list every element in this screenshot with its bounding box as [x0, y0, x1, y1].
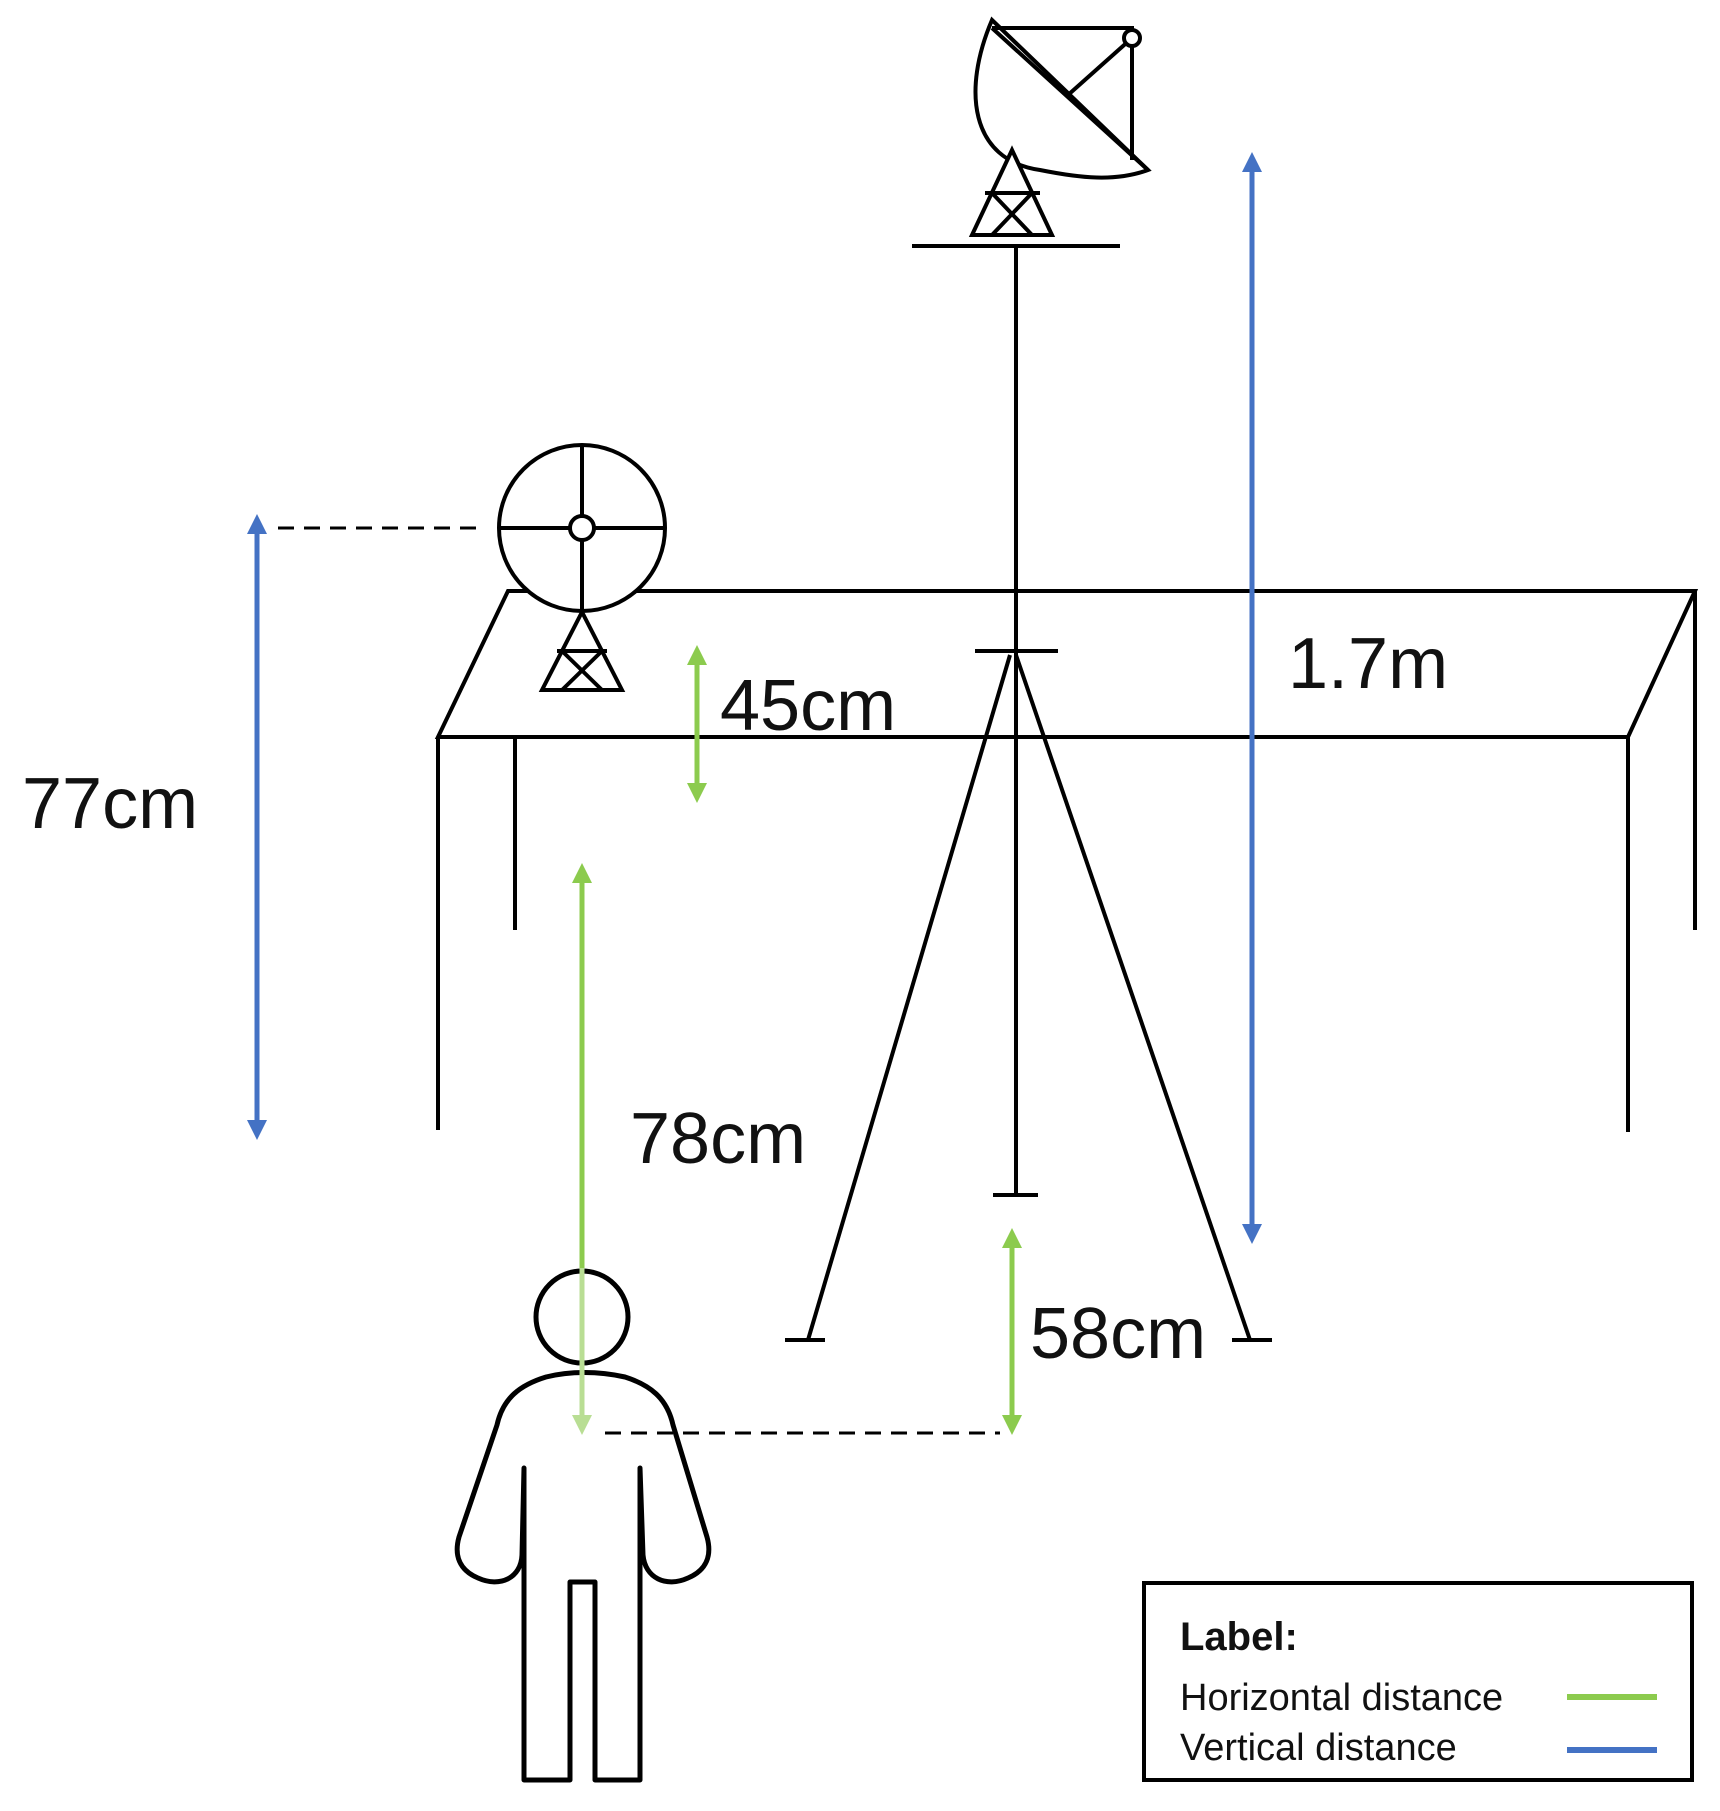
antenna-height-label: 77cm — [22, 764, 198, 844]
tripod-icon — [785, 246, 1272, 1342]
horizontal-distance-arrows — [572, 645, 1022, 1435]
person-to-table-label: 78cm — [630, 1099, 806, 1179]
legend-title: Label: — [1180, 1615, 1298, 1659]
legend-vertical-label: Vertical distance — [1180, 1727, 1457, 1769]
mast-height-label: 1.7m — [1288, 624, 1448, 704]
legend-horizontal-label: Horizontal distance — [1180, 1677, 1503, 1719]
dashed-guide-lines — [278, 526, 1000, 1435]
vertical-distance-arrows — [247, 152, 1262, 1244]
table-icon — [434, 589, 1699, 1132]
tripod-to-person-label: 58cm — [1030, 1294, 1206, 1374]
table-gap-label: 45cm — [720, 666, 896, 746]
reference-antenna-icon — [497, 443, 667, 692]
dish-antenna-icon — [912, 16, 1152, 248]
legend: Label: Horizontal distance Vertical dist… — [1142, 1581, 1694, 1782]
